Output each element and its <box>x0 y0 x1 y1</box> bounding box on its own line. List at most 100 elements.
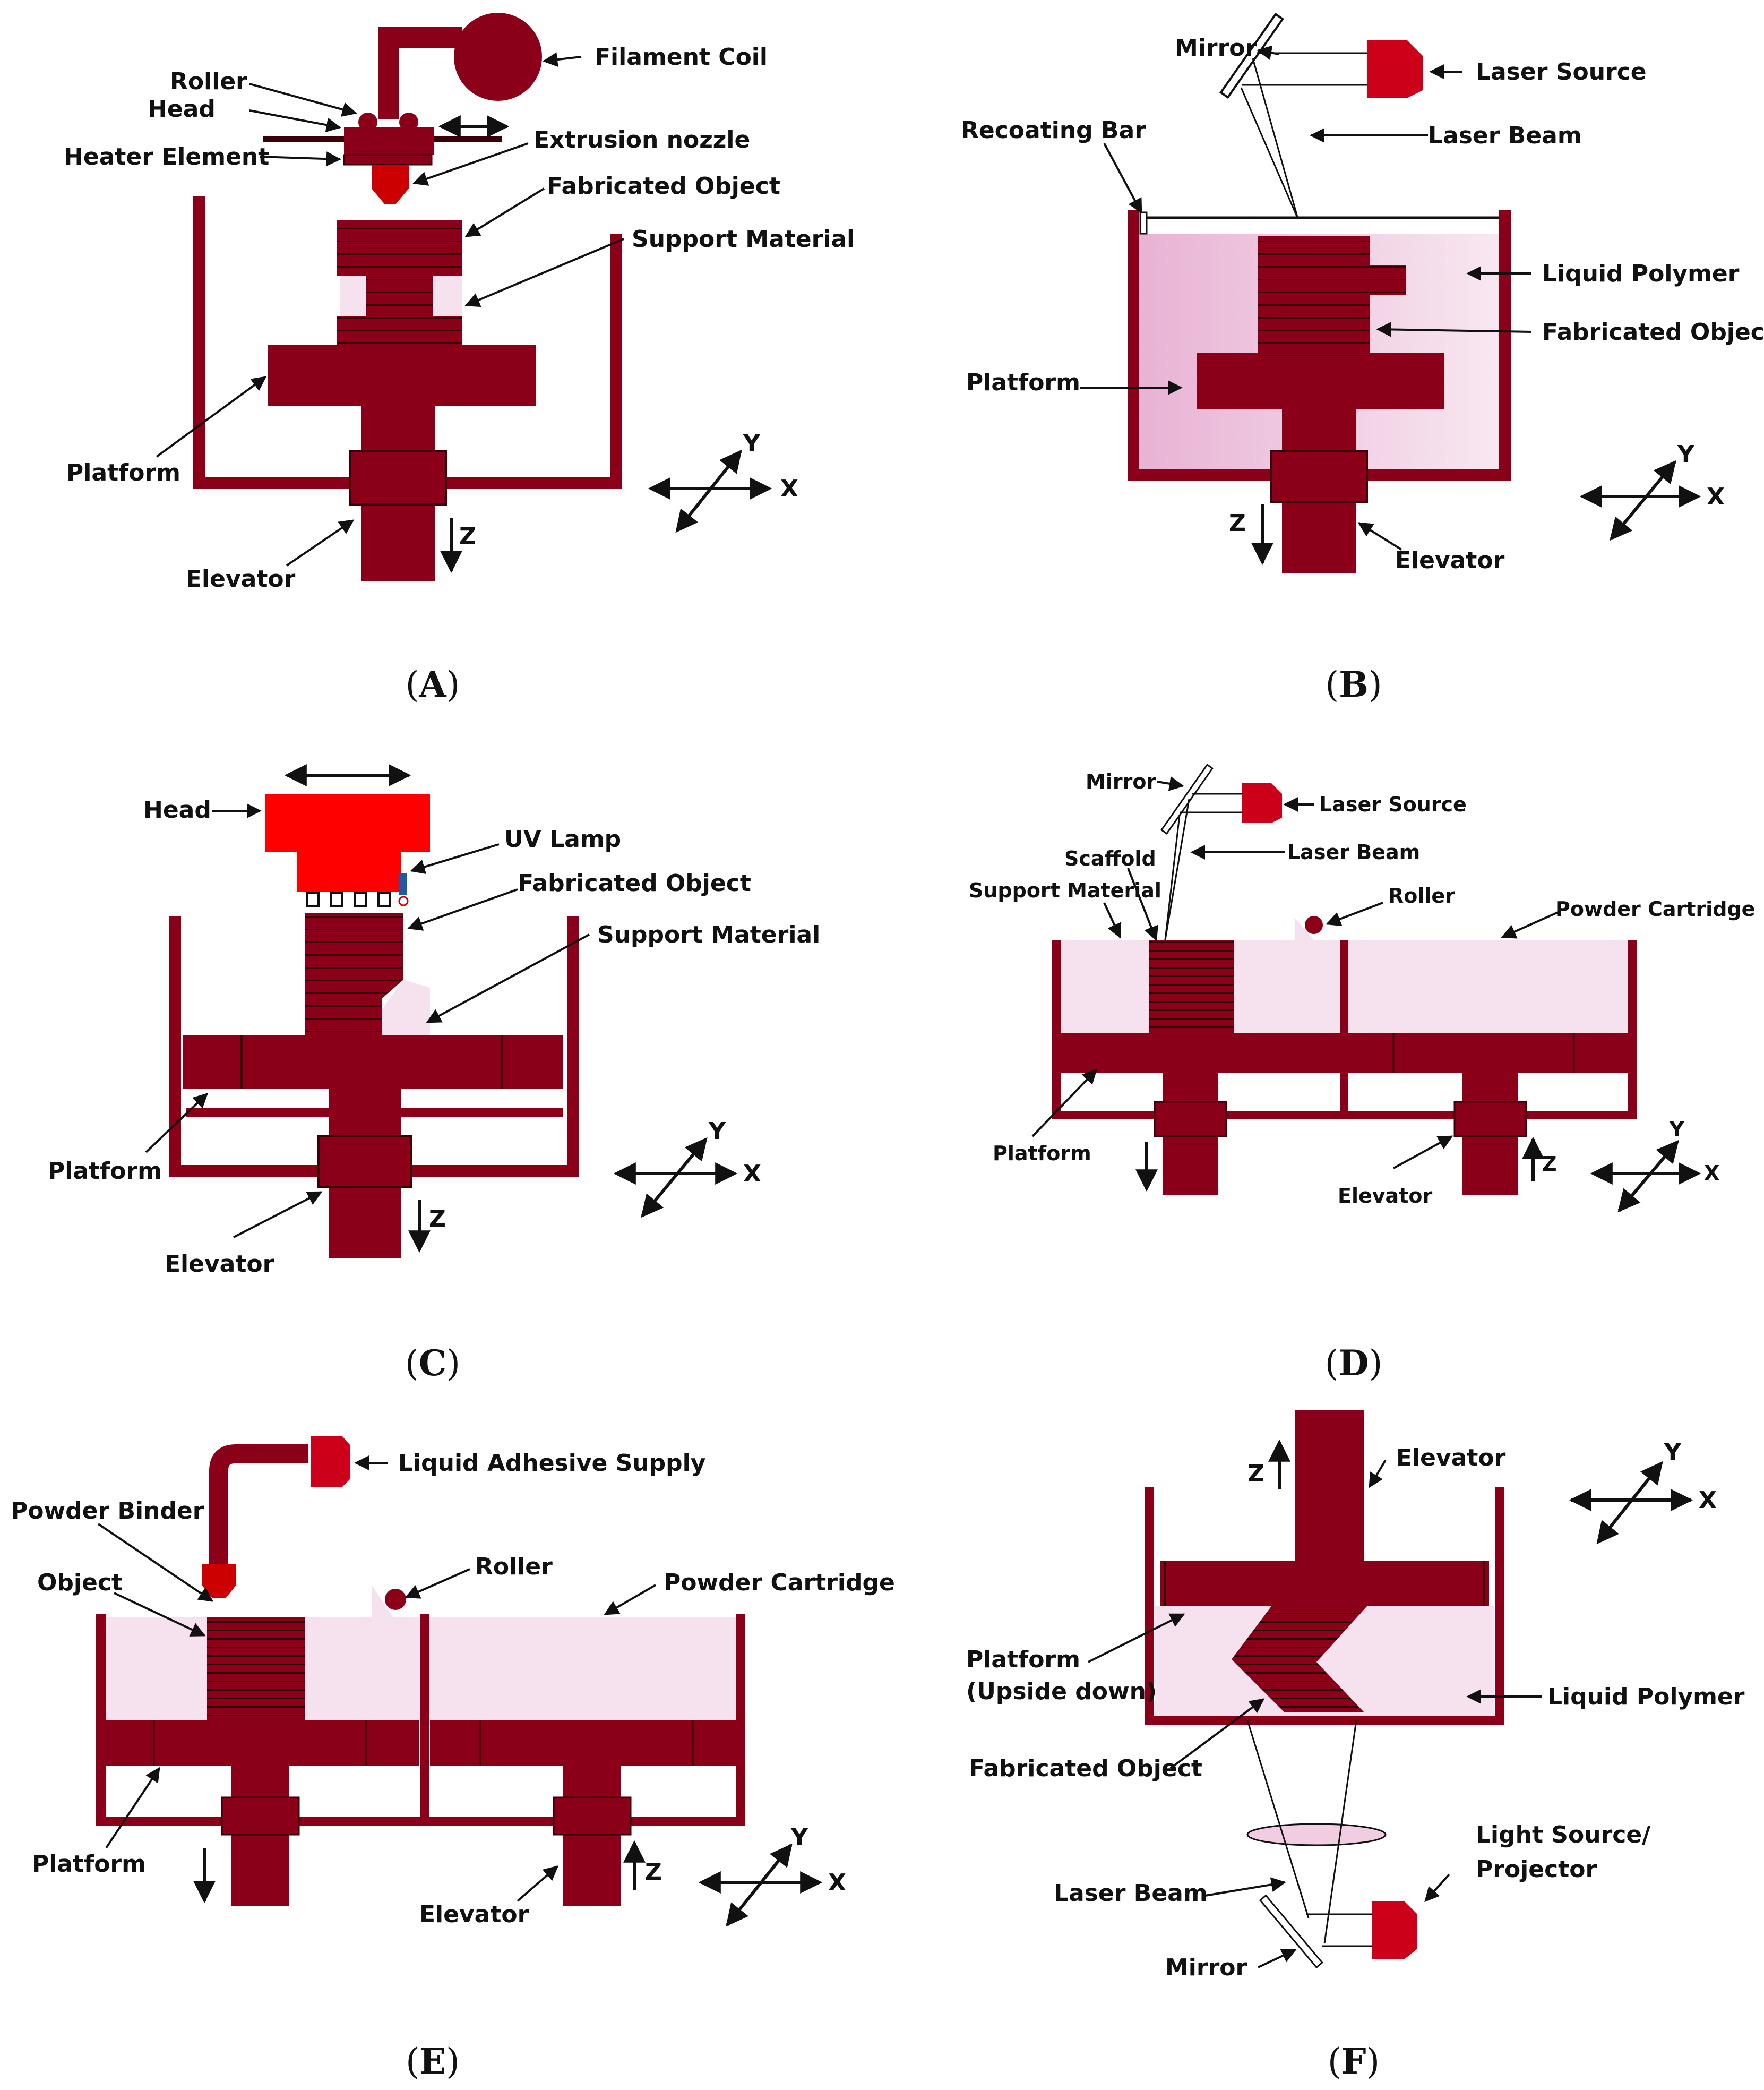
axis-label-y: Y <box>1664 1439 1682 1466</box>
roller <box>385 1589 406 1610</box>
laser-source <box>1367 40 1423 98</box>
support-material-wedge <box>382 980 430 1035</box>
fabricated-object <box>1232 1606 1367 1712</box>
print-head <box>265 794 430 892</box>
scaffold <box>1149 940 1234 1033</box>
axis-label-z: Z <box>645 1858 662 1886</box>
filament-feed <box>378 27 462 119</box>
axes-f <box>1268 1439 1693 1545</box>
label-platform: Platform <box>966 369 1080 396</box>
caption-d: (D) <box>1325 1342 1383 1384</box>
label-powder-binder: Powder Binder <box>11 1497 204 1524</box>
label-laser-source: Laser Source <box>1476 58 1647 85</box>
label-fabricated-object: Fabricated Object <box>1542 319 1764 346</box>
light-source-projector <box>1372 1901 1417 1959</box>
roller-right <box>399 113 418 132</box>
label-platform: Platform <box>32 1851 146 1878</box>
label-platform: Platform <box>48 1158 162 1185</box>
label-powder-cartridge: Powder Cartridge <box>664 1569 895 1596</box>
uv-lamp <box>399 873 407 895</box>
elevator-collar-right <box>1453 1101 1527 1137</box>
fabricated-object-waist <box>366 265 433 319</box>
platform-plate <box>1197 353 1444 409</box>
laser-beam-lines <box>1164 793 1242 940</box>
leader-lines-a <box>156 52 624 567</box>
elevator-collar-left <box>221 1796 300 1836</box>
elevator-collar <box>317 1135 412 1188</box>
fabricated-object-body <box>1258 236 1370 356</box>
laser-beam-lines <box>1246 1720 1372 1947</box>
roller <box>1305 916 1323 934</box>
projection-lens <box>1246 1823 1387 1846</box>
chamber-walls <box>1052 940 1637 1119</box>
axes-e <box>193 1840 823 1927</box>
print-nozzles <box>306 892 391 907</box>
axis-label-x: X <box>828 1869 846 1896</box>
label-object: Object <box>37 1569 123 1596</box>
powder-cartridge-powder <box>427 1617 741 1723</box>
label-fabricated-object: Fabricated Object <box>969 1755 1202 1782</box>
label-elevator: Elevator <box>1395 547 1505 574</box>
label-elevator: Elevator <box>1396 1444 1506 1471</box>
laser-source <box>1242 783 1282 823</box>
elevator-collar <box>1270 450 1368 503</box>
leader-lines-f <box>1088 1459 1542 1968</box>
axis-label-x: X <box>743 1160 761 1187</box>
axis-label-y: Y <box>1677 441 1695 468</box>
caption-f: (F) <box>1328 2041 1380 2082</box>
label-platform: Platform <box>66 459 180 486</box>
heater-element <box>343 154 433 166</box>
label-powder-cartridge: Powder Cartridge <box>1555 897 1755 921</box>
label-head: Head <box>143 796 211 824</box>
label-mirror: Mirror <box>1086 770 1156 793</box>
leader-lines-d <box>1031 776 1559 1169</box>
label-fabricated-object: Fabricated Object <box>547 173 780 200</box>
caption-b: (B) <box>1325 664 1382 705</box>
label-uv-lamp: UV Lamp <box>504 826 621 853</box>
axis-label-y: Y <box>708 1118 726 1145</box>
recoating-bar-blade <box>1139 211 1148 235</box>
filament-coil <box>454 13 542 101</box>
fabricated-object-overhang <box>1370 265 1406 295</box>
platform-plate-upside-down <box>1160 1561 1489 1606</box>
label-elevator: Elevator <box>419 1901 529 1928</box>
label-platform-line2: (Upside down) <box>966 1678 1157 1705</box>
mirror <box>1160 764 1214 835</box>
axis-label-z: Z <box>1247 1460 1264 1487</box>
leader-lines-c <box>145 803 590 1238</box>
panel-e: Liquid Adhesive Supply Powder Binder Obj… <box>11 1436 895 2082</box>
axis-label-x: X <box>1704 1161 1719 1185</box>
caption-a: (A) <box>406 664 460 705</box>
axis-label-x: X <box>1707 483 1725 510</box>
axes-d <box>1135 1136 1701 1213</box>
elevator-collar <box>349 450 447 506</box>
axis-label-z: Z <box>459 523 476 550</box>
roller-ramp <box>372 1585 393 1617</box>
uv-lamp-dot <box>398 896 409 906</box>
elevator-collar-left <box>1154 1101 1227 1137</box>
mirror <box>1219 12 1284 99</box>
axis-label-y: Y <box>1669 1118 1684 1141</box>
fabricated-object-base <box>337 316 462 348</box>
axes-b <box>1251 460 1701 566</box>
label-roller: Roller <box>475 1553 553 1580</box>
object <box>207 1617 305 1723</box>
axes-a <box>440 449 772 573</box>
axis-label-z: Z <box>429 1205 446 1232</box>
powder-binder-nozzle <box>202 1564 236 1598</box>
panel-f: Elevator Platform (Upside down) Liquid P… <box>966 1410 1745 2082</box>
panel-c: Head UV Lamp Fabricated Object Support M… <box>48 764 820 1384</box>
platform-plate <box>183 1035 563 1089</box>
label-fabricated-object: Fabricated Object <box>518 870 751 897</box>
liquid-adhesive-supply <box>311 1436 350 1487</box>
chamber-walls <box>96 1614 745 1826</box>
axis-label-y: Y <box>743 430 761 457</box>
fabricated-object <box>305 913 403 1035</box>
axis-label-x: X <box>1699 1487 1717 1514</box>
leader-lines-b <box>1080 45 1532 551</box>
extrusion-nozzle <box>372 165 409 204</box>
elevator-shaft <box>1295 1410 1364 1574</box>
elevator-collar-right <box>553 1796 632 1836</box>
label-elevator: Elevator <box>165 1250 274 1278</box>
